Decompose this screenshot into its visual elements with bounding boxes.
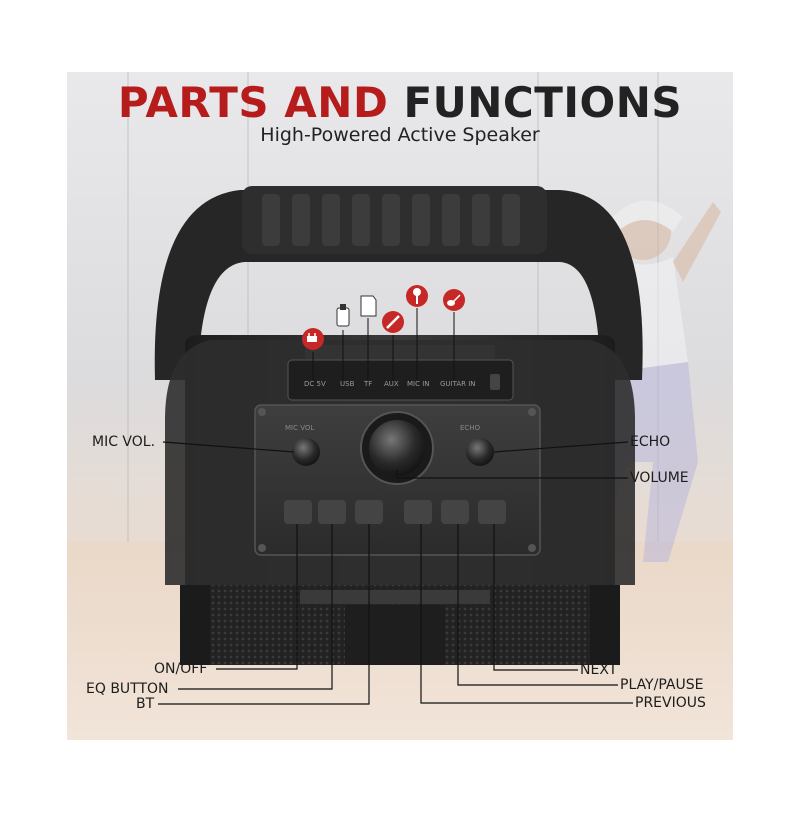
eq-button[interactable] xyxy=(318,500,346,524)
callout-mic-vol: MIC VOL. xyxy=(92,434,156,450)
screw-icon xyxy=(528,408,536,416)
port-icons xyxy=(302,285,465,380)
page-subtitle: High-Powered Active Speaker xyxy=(260,124,540,146)
next-button[interactable] xyxy=(478,500,506,524)
port-mic-in-label: MIC IN xyxy=(407,380,430,388)
aux-cable-icon xyxy=(382,311,404,333)
title-part2: FUNCTIONS xyxy=(403,78,683,127)
volume-knob[interactable] xyxy=(369,420,425,476)
callout-next: NEXT xyxy=(580,662,618,678)
callout-lines xyxy=(158,441,633,705)
mic-vol-knob[interactable] xyxy=(292,438,320,466)
port-dc-label: DC 5V xyxy=(304,380,326,388)
power-switch[interactable] xyxy=(490,374,500,390)
guitar-icon xyxy=(443,289,465,311)
callout-echo: ECHO xyxy=(630,434,671,450)
bt-button[interactable] xyxy=(355,500,383,524)
port-usb-label: USB xyxy=(340,380,355,388)
page-title: PARTS AND FUNCTIONS xyxy=(0,82,800,124)
callout-bt: BT xyxy=(136,696,155,712)
callout-previous: PREVIOUS xyxy=(635,695,706,711)
usb-icon xyxy=(336,304,350,327)
carry-handle xyxy=(154,186,643,380)
screw-icon xyxy=(258,408,266,416)
echo-panel-label: ECHO xyxy=(460,424,481,432)
port-tf-label: TF xyxy=(363,380,372,388)
power-plug-icon xyxy=(302,328,324,350)
mic-vol-panel-label: MIC VOL xyxy=(285,424,314,432)
button-row xyxy=(284,500,506,524)
callout-eq-button: EQ BUTTON xyxy=(86,681,169,697)
play-pause-button[interactable] xyxy=(441,500,469,524)
callout-on-off: ON/OFF xyxy=(154,661,208,677)
port-aux-label: AUX xyxy=(384,380,399,388)
screw-icon xyxy=(528,544,536,552)
on-off-button[interactable] xyxy=(284,500,312,524)
input-panel xyxy=(287,345,514,401)
previous-button[interactable] xyxy=(404,500,432,524)
sd-card-icon xyxy=(360,295,377,317)
echo-knob[interactable] xyxy=(466,438,494,466)
port-guitar-in-label: GUITAR IN xyxy=(440,380,476,388)
microphone-icon xyxy=(406,285,428,307)
callout-volume: VOLUME xyxy=(630,470,689,486)
callout-play-pause: PLAY/PAUSE xyxy=(620,677,704,693)
title-part1: PARTS AND xyxy=(117,78,389,127)
screw-icon xyxy=(258,544,266,552)
